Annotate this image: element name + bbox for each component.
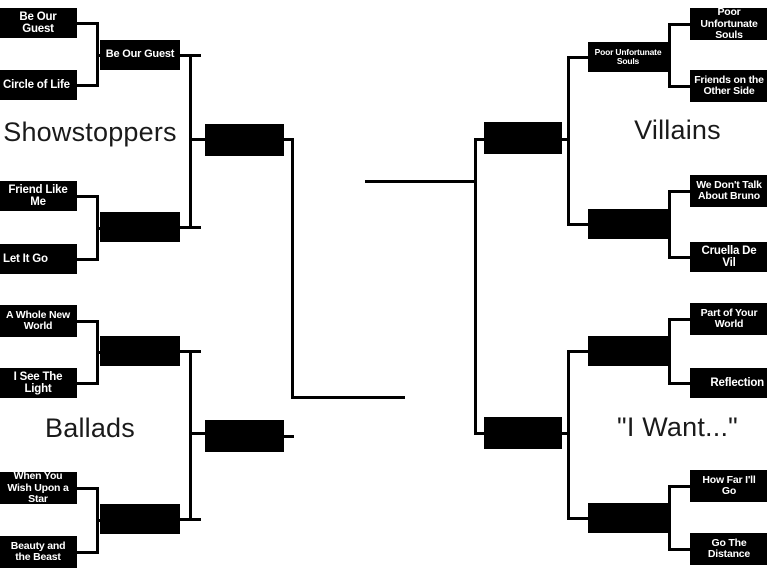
seed-box-left-showstoppers-r1-4[interactable]: Let It Go	[0, 244, 77, 274]
connector-line	[77, 551, 99, 554]
connector-line	[668, 318, 690, 321]
connector-line	[189, 54, 192, 229]
connector-line	[558, 138, 570, 141]
seed-box-right-villains-r1-3[interactable]: We Don't Talk About Bruno	[690, 175, 767, 207]
connector-line	[77, 22, 99, 25]
region-label-villains: Villains	[634, 115, 721, 145]
region-label-ballads: Ballads	[45, 413, 135, 443]
connector-line	[668, 548, 690, 551]
seed-box-right-villains-r1-1[interactable]: Poor Unfortunate Souls	[690, 8, 767, 40]
seed-box-left-showstoppers-r2-1[interactable]: Be Our Guest	[100, 40, 180, 70]
seed-box-left-showstoppers-r3-1[interactable]	[205, 124, 284, 156]
connector-line	[77, 320, 99, 323]
seed-box-right-i-want-r1-4[interactable]: Go The Distance	[690, 533, 767, 565]
connector-line	[567, 350, 589, 353]
seed-box-right-villains-r2-1[interactable]: Poor Unfortunate Souls	[588, 42, 668, 72]
connector-line	[474, 432, 485, 435]
seed-box-right-villains-r3-1[interactable]	[484, 122, 562, 154]
connector-line	[77, 258, 99, 261]
seed-box-left-ballads-r1-2[interactable]: I See The Light	[0, 368, 77, 398]
seed-box-right-villains-r1-4[interactable]: Cruella De Vil	[690, 242, 767, 272]
region-label-showstoppers: Showstoppers	[3, 117, 177, 147]
connector-line	[567, 350, 570, 520]
connector-line	[668, 23, 690, 26]
connector-line-final-right	[365, 180, 477, 183]
connector-line	[668, 256, 690, 259]
seed-box-left-ballads-r1-4[interactable]: Beauty and the Beast	[0, 536, 77, 568]
connector-line-final-left	[291, 396, 405, 399]
connector-line	[291, 138, 294, 398]
connector-line	[284, 435, 294, 438]
connector-line	[668, 23, 671, 88]
seed-box-left-ballads-r1-3[interactable]: When You Wish Upon a Star	[0, 472, 77, 504]
connector-line	[77, 487, 99, 490]
connector-line	[189, 432, 207, 435]
seed-box-right-i-want-r2-2[interactable]	[588, 503, 668, 533]
connector-line	[668, 85, 690, 88]
connector-line	[189, 350, 192, 521]
seed-box-left-showstoppers-r1-1[interactable]: Be Our Guest	[0, 8, 77, 38]
seed-box-left-showstoppers-r1-3[interactable]: Friend Like Me	[0, 181, 77, 211]
seed-box-left-showstoppers-r2-2[interactable]	[100, 212, 180, 242]
seed-box-left-ballads-r2-1[interactable]	[100, 336, 180, 366]
connector-line	[77, 382, 99, 385]
seed-box-right-villains-r2-2[interactable]	[588, 209, 668, 239]
connector-line	[474, 138, 477, 435]
connector-line	[668, 485, 690, 488]
connector-line	[284, 138, 294, 141]
connector-line	[77, 84, 99, 87]
connector-line	[567, 223, 589, 226]
connector-line	[77, 195, 99, 198]
seed-box-right-i-want-r1-1[interactable]: Part of Your World	[690, 303, 767, 335]
region-label-i-want: "I Want..."	[617, 412, 738, 442]
seed-box-right-i-want-r1-3[interactable]: How Far I'll Go	[690, 470, 767, 502]
connector-line	[668, 190, 690, 193]
seed-box-left-showstoppers-r1-2[interactable]: Circle of Life	[0, 70, 77, 100]
connector-line	[474, 138, 485, 141]
connector-line	[668, 382, 690, 385]
seed-box-left-ballads-r2-2[interactable]	[100, 504, 180, 534]
connector-line	[567, 56, 589, 59]
seed-box-left-ballads-r3-1[interactable]	[205, 420, 284, 452]
seed-box-right-villains-r1-2[interactable]: Friends on the Other Side	[690, 70, 767, 102]
connector-line	[567, 56, 570, 226]
connector-line	[567, 517, 589, 520]
connector-line	[189, 138, 207, 141]
seed-box-right-i-want-r2-1[interactable]	[588, 336, 668, 366]
seed-box-left-ballads-r1-1[interactable]: A Whole New World	[0, 305, 77, 337]
connector-line	[558, 432, 570, 435]
seed-box-right-i-want-r3-1[interactable]	[484, 417, 562, 449]
seed-box-right-i-want-r1-2[interactable]: Reflection	[690, 368, 767, 398]
